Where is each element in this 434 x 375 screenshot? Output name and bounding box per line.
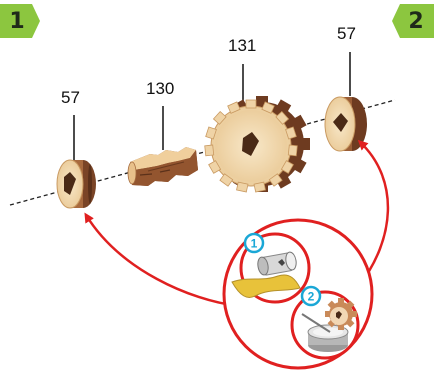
- gear-part: [205, 96, 310, 192]
- arrow-to-left-washer: [86, 215, 238, 306]
- substep-1-number: 1: [251, 237, 258, 251]
- substep-2-number: 2: [308, 290, 315, 304]
- axle-part: [128, 147, 198, 186]
- left-washer-part: [57, 160, 96, 208]
- small-gear-icon: [325, 298, 357, 330]
